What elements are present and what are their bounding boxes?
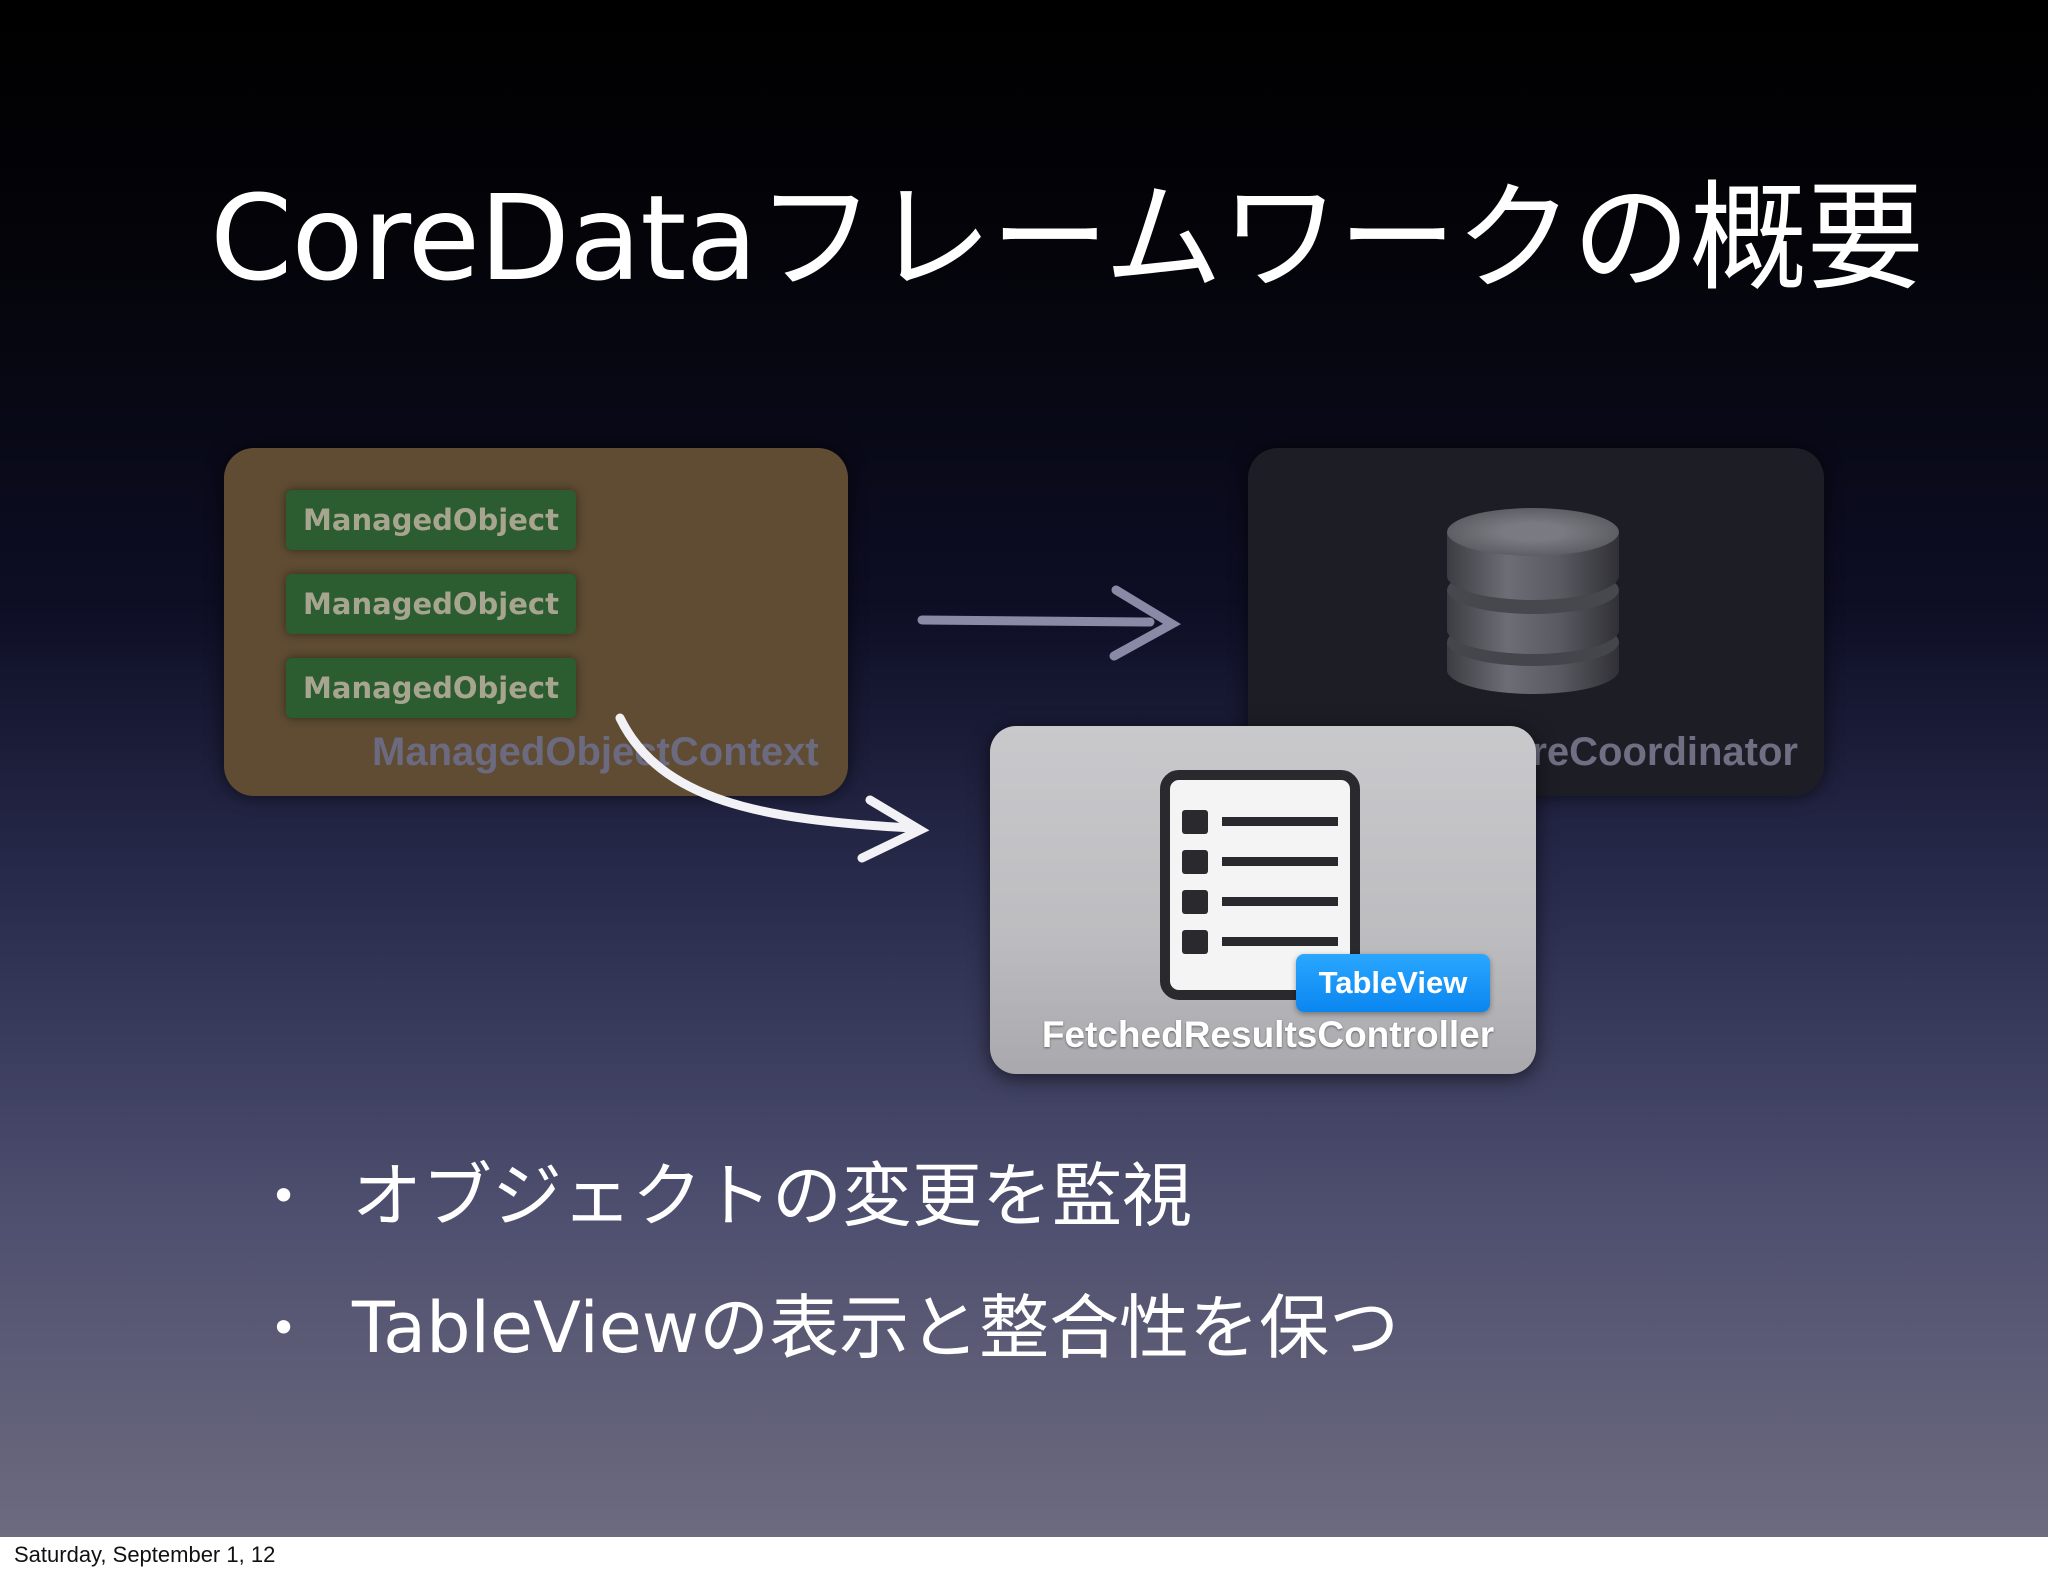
context-label: ManagedObjectContext xyxy=(372,730,819,774)
fetched-results-controller-label: FetchedResultsController xyxy=(1041,1014,1495,1055)
managed-object-chip: ManagedObject xyxy=(286,490,576,550)
bullet-dot: • xyxy=(270,1169,298,1223)
slide-title: CoreDataフレームワークの概要 xyxy=(210,169,1924,307)
managed-object-context-box: ManagedObject ManagedObject ManagedObjec… xyxy=(224,448,848,796)
bullet-text: オブジェクトの変更を監視 xyxy=(352,1155,1192,1237)
slide: CoreDataフレームワークの概要 ManagedObject Managed… xyxy=(0,0,2048,1537)
bullet-dot: • xyxy=(270,1301,298,1355)
fetched-results-controller-box: TableView FetchedResultsController xyxy=(990,726,1536,1074)
bullet-text: TableViewの表示と整合性を保つ xyxy=(352,1287,1400,1369)
managed-object-chip: ManagedObject xyxy=(286,574,576,634)
footer-date: Saturday, September 1, 12 xyxy=(14,1542,276,1567)
arrow-context-to-fetched xyxy=(615,713,930,863)
bullet-list: • オブジェクトの変更を監視 • TableViewの表示と整合性を保つ xyxy=(270,1146,1770,1410)
tableview-badge: TableView xyxy=(1296,954,1490,1012)
arrows-layer xyxy=(615,585,1181,863)
arrow-context-to-coordinator xyxy=(917,585,1181,661)
bullet-item: • TableViewの表示と整合性を保つ xyxy=(270,1278,1770,1410)
bullet-item: • オブジェクトの変更を監視 xyxy=(270,1146,1770,1278)
store-coordinator-box: reCoordinator xyxy=(1248,448,1824,796)
database-icon xyxy=(1447,508,1619,694)
managed-object-chip: ManagedObject xyxy=(286,658,576,718)
coordinator-label: reCoordinator xyxy=(1531,730,1798,774)
list-document-icon xyxy=(1160,770,1360,1000)
